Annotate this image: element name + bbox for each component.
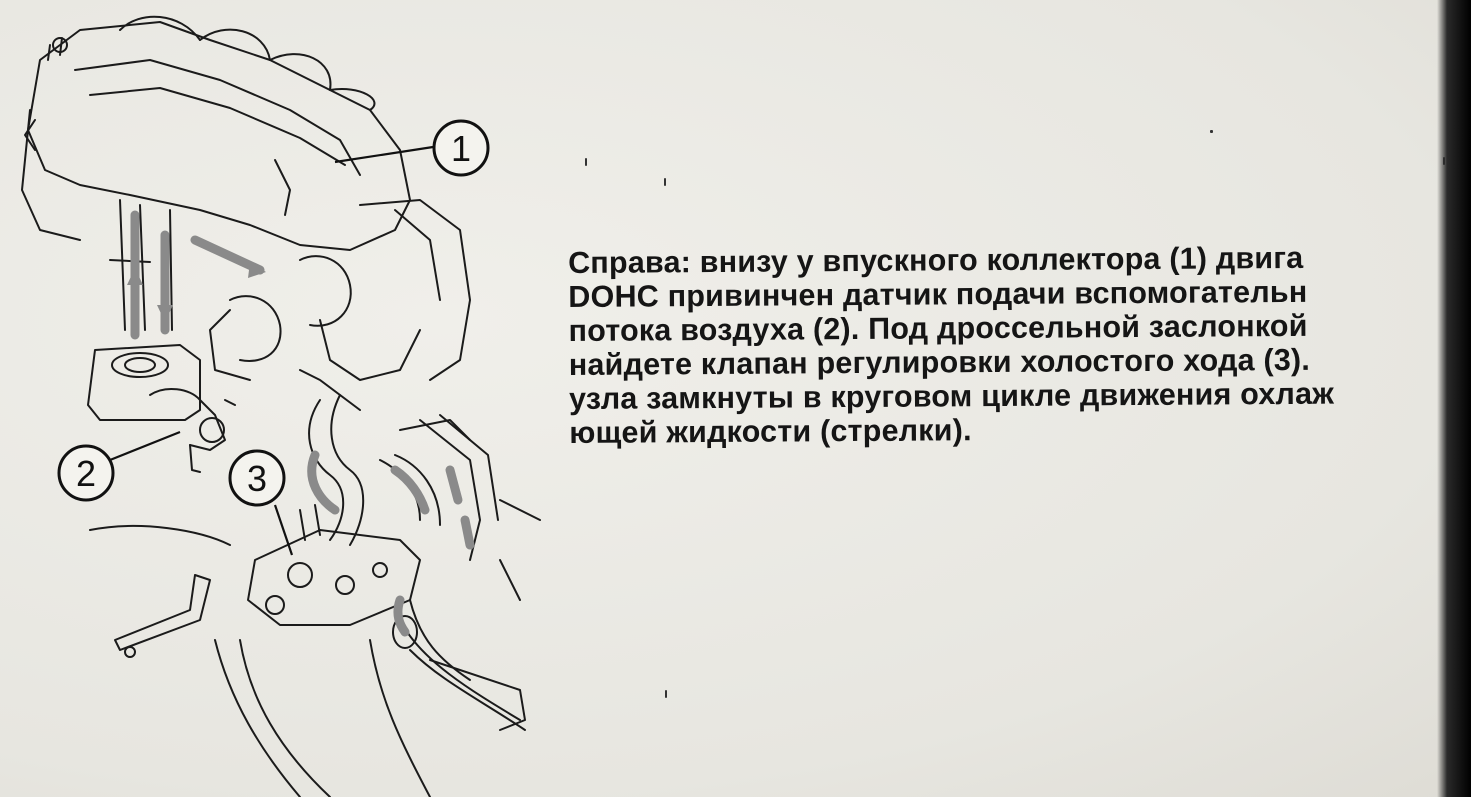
intake-manifold <box>21 15 411 251</box>
svg-text:2: 2 <box>76 453 96 494</box>
callout-3: 3 <box>228 449 286 507</box>
page-edge-shadow <box>1437 0 1471 797</box>
air-assist-sensor <box>87 344 236 473</box>
callout-2: 2 <box>57 444 115 502</box>
svg-text:3: 3 <box>247 458 267 499</box>
engine-illustration: 1 2 3 <box>21 15 541 797</box>
coolant-hoses <box>308 394 499 561</box>
lower-pipes <box>89 499 541 797</box>
caption-line: ющей жидкости (стрелки). <box>569 413 972 450</box>
scan-speck <box>585 158 587 166</box>
callout-1: 1 <box>432 119 490 177</box>
engine-block <box>109 199 471 411</box>
scan-speck <box>664 178 666 186</box>
svg-text:1: 1 <box>451 128 471 169</box>
caption-line: узла замкнуты в круговом цикле движения … <box>568 376 1335 416</box>
arrow-heads <box>127 262 266 322</box>
scan-speck <box>665 690 667 698</box>
scan-speck <box>1210 130 1213 133</box>
figure-caption: Справа: внизу у впускного коллектора (1)… <box>568 240 1449 450</box>
flow-arrows <box>130 210 475 637</box>
leader-lines <box>109 145 434 556</box>
